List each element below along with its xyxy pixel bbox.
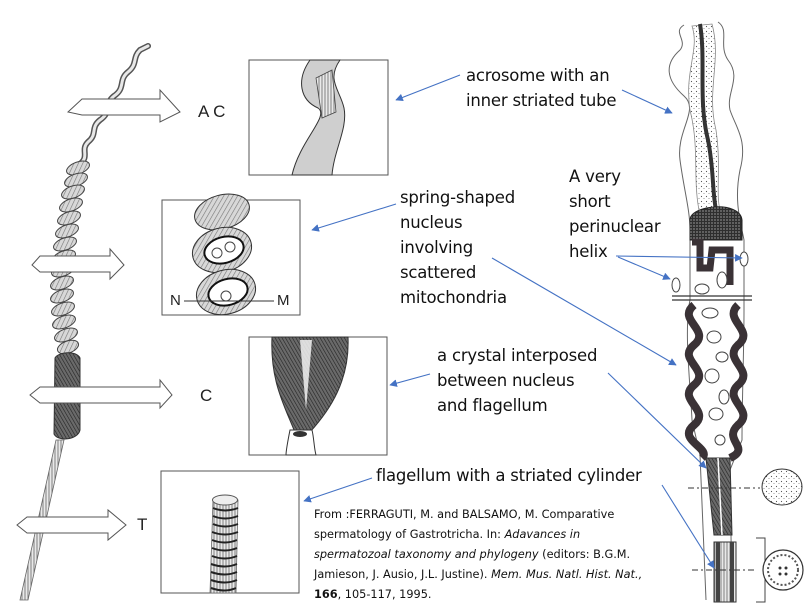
inset-flagellum	[160, 470, 300, 594]
section-label-crystal: C	[200, 386, 213, 405]
section-arrow-acrosome	[66, 88, 181, 123]
cross-section-crystal	[761, 468, 803, 506]
callout-acrosome: acrosome with an inner striated tube	[466, 66, 617, 110]
annotation-arrows	[303, 74, 743, 569]
callout-crystal: a crystal interposed between nucleus and…	[437, 346, 598, 415]
arrow-helix-1	[615, 254, 743, 262]
citation-book-title: Adavances in spermatozoal taxonomy and p…	[314, 528, 581, 561]
section-sperm-drawing	[668, 21, 804, 603]
citation-journal: Mem. Mus. Natl. Hist. Nat.,	[491, 568, 643, 581]
citation-pages-year: , 105-117, 1995.	[337, 588, 432, 601]
inset-acrosome	[248, 59, 389, 176]
arrow-nucleus-inset	[311, 203, 397, 232]
inset-label-mitochondria: M	[277, 292, 290, 309]
inset-crystal	[248, 336, 388, 456]
arrow-nucleus-right	[491, 257, 677, 366]
callout-nucleus: spring-shaped nucleus involving scattere…	[400, 188, 515, 307]
section-arrow-tail	[16, 508, 127, 542]
section-label-acrosome: A C	[198, 102, 226, 121]
arrow-acrosome-inset	[395, 74, 461, 102]
arrow-flagellum-right	[661, 484, 715, 569]
section-arrow-crystal	[29, 378, 173, 410]
inset-nucleus	[161, 193, 301, 316]
section-arrows	[16, 88, 181, 542]
callout-helix: A very short perinuclear helix	[569, 167, 661, 261]
arrow-helix-2	[617, 256, 671, 280]
citation: From :FERRAGUTI, M. and BALSAMO, M. Comp…	[314, 505, 659, 605]
callout-flagellum: flagellum with a striated cylinder	[376, 466, 642, 485]
citation-prefix: From :FERRAGUTI, M. and BALSAMO, M. Comp…	[314, 508, 615, 541]
arrow-flagellum-inset	[303, 477, 373, 503]
section-arrow-nucleus	[31, 247, 125, 281]
citation-volume: 166	[314, 588, 338, 601]
inset-label-nucleus: N	[170, 292, 181, 309]
arrow-crystal-inset	[389, 373, 431, 387]
citation-editors: (editors: B.G.M. Jamieson, J. Ausio, J.L…	[314, 548, 631, 581]
mitochondria-shapes	[694, 271, 730, 446]
arrow-crystal-right	[607, 372, 707, 469]
section-label-tail: T	[137, 515, 148, 534]
arrow-acrosome-right	[621, 89, 673, 114]
